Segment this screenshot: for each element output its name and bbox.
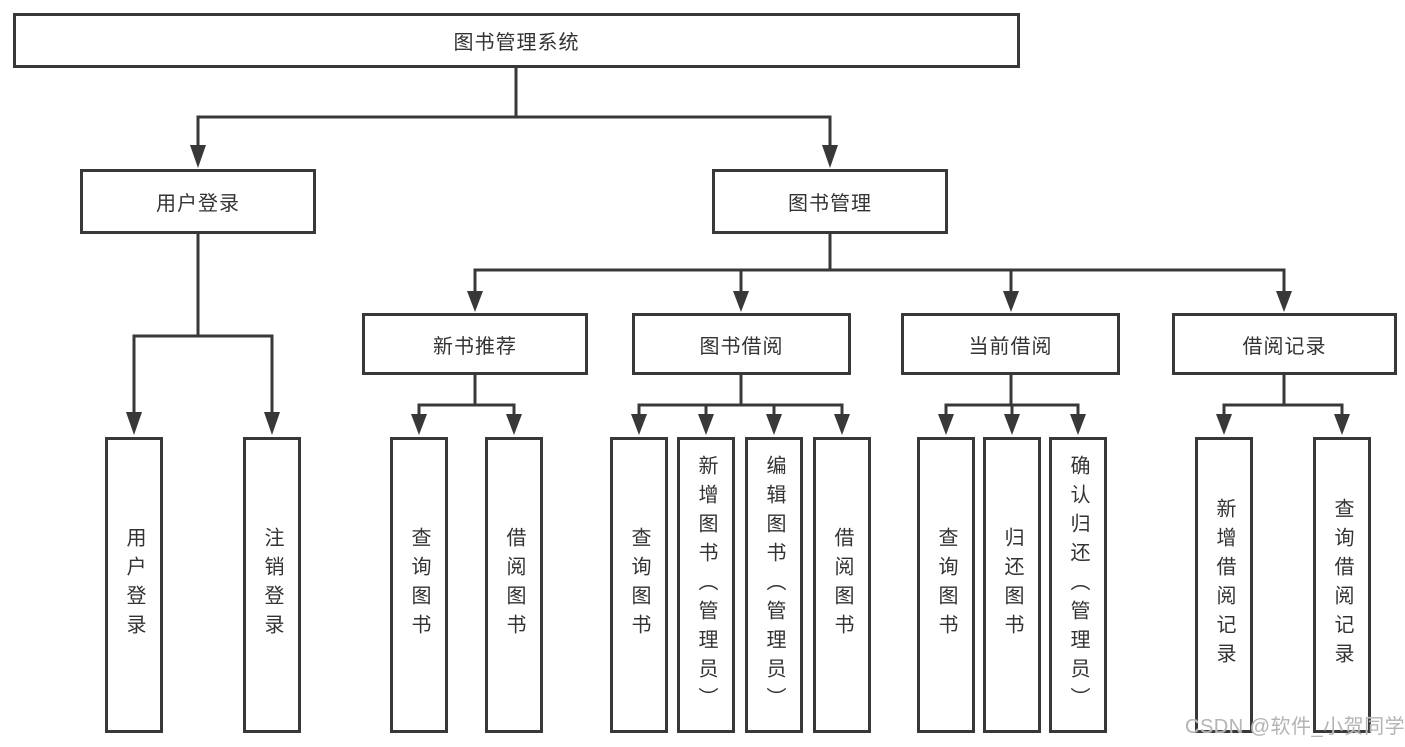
leaf-br-add-record: 新增借阅记录 [1195,437,1253,733]
node-user-login-label: 用户登录 [156,193,240,215]
node-book-borrow: 图书借阅 [632,313,851,375]
leaf-bb-edit-books-admin-label: 编辑图书（管理员） [763,454,785,716]
watermark: CSDN @软件_小贺同学 [1185,716,1405,738]
leaf-logout: 注销登录 [243,437,301,733]
leaf-cb-query-books-label: 查询图书 [935,527,957,643]
leaf-cb-confirm-return-admin: 确认归还（管理员） [1049,437,1107,733]
node-book-borrow-label: 图书借阅 [699,335,784,358]
leaf-nb-borrow-books-label: 借阅图书 [503,527,525,643]
node-current-borrow-label: 当前借阅 [968,335,1053,358]
leaf-nb-query-books: 查询图书 [390,437,448,733]
leaf-cb-confirm-return-admin-label: 确认归还（管理员） [1067,454,1089,716]
node-book-management-label: 图书管理 [788,193,872,215]
leaf-nb-borrow-books: 借阅图书 [485,437,543,733]
leaf-cb-query-books: 查询图书 [917,437,975,733]
node-root-label: 图书管理系统 [453,32,580,54]
leaf-br-query-record-label: 查询借阅记录 [1331,498,1353,672]
leaf-br-query-record: 查询借阅记录 [1313,437,1371,733]
node-current-borrow: 当前借阅 [901,313,1120,375]
node-root: 图书管理系统 [13,13,1020,68]
leaf-bb-add-books-admin-label: 新增图书（管理员） [695,454,717,716]
leaf-cb-return-books-label: 归还图书 [1001,527,1023,643]
node-borrow-records: 借阅记录 [1172,313,1397,375]
node-borrow-records-label: 借阅记录 [1242,335,1327,358]
leaf-bb-query-books: 查询图书 [610,437,668,733]
leaf-nb-query-books-label: 查询图书 [408,527,430,643]
leaf-bb-borrow-books: 借阅图书 [813,437,871,733]
leaf-user-login-label: 用户登录 [123,527,145,643]
node-user-login: 用户登录 [80,169,316,234]
leaf-br-add-record-label: 新增借阅记录 [1213,498,1235,672]
leaf-bb-edit-books-admin: 编辑图书（管理员） [745,437,803,733]
leaf-user-login: 用户登录 [105,437,163,733]
leaf-cb-return-books: 归还图书 [983,437,1041,733]
leaf-bb-add-books-admin: 新增图书（管理员） [677,437,735,733]
node-new-book-recommend-label: 新书推荐 [433,335,517,358]
node-new-book-recommend: 新书推荐 [362,313,588,375]
node-book-management: 图书管理 [712,169,948,234]
leaf-bb-query-books-label: 查询图书 [628,527,650,643]
leaf-logout-label: 注销登录 [261,527,283,643]
leaf-bb-borrow-books-label: 借阅图书 [831,527,853,643]
